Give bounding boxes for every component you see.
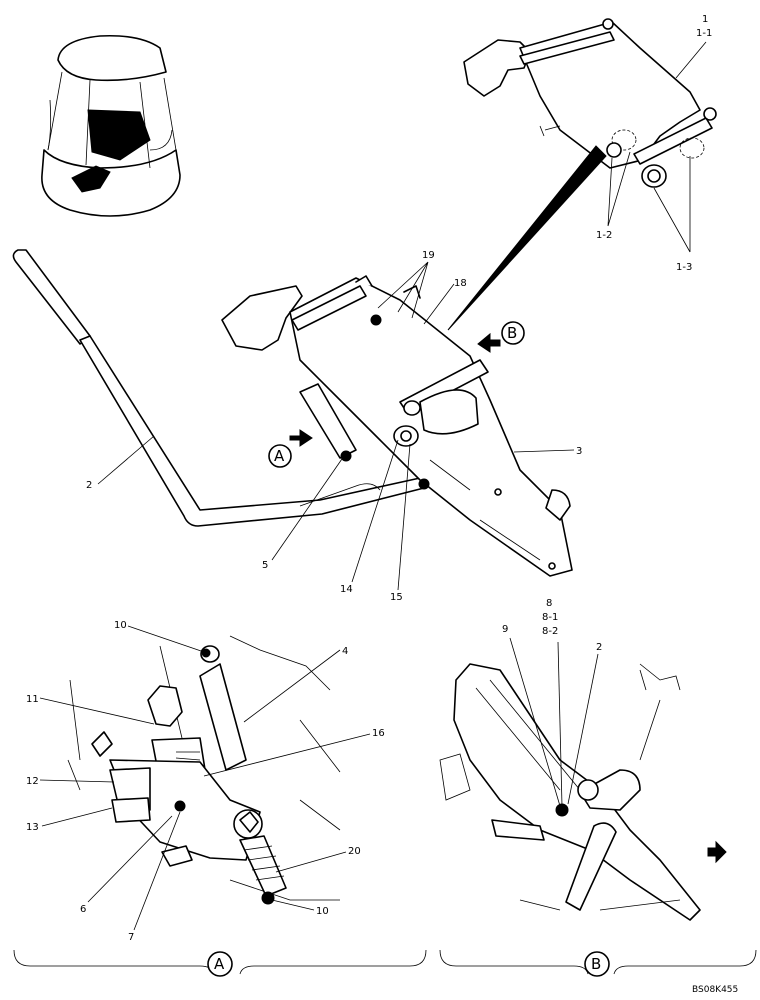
callout-2-main: 2 [86,480,92,491]
section-label-b: B [591,955,601,973]
cab-location-thumbnail [41,34,181,217]
section-label-a-arrow: A [274,447,285,465]
detail-a-view [67,635,341,905]
callout-3: 3 [576,446,582,457]
callout-1-3: 1-3 [676,262,692,273]
section-brace-b: B [439,949,757,977]
callout-4: 4 [342,646,348,657]
callout-13: 13 [26,822,39,833]
section-label-a: A [214,955,225,973]
callout-1-2: 1-2 [596,230,612,241]
callout-2-detail: 2 [596,642,602,653]
callout-10-top: 10 [114,620,127,631]
callout-8-2: 8-2 [542,626,558,637]
section-label-b-arrow: B [507,324,517,342]
view-arrow-b: B [477,321,525,353]
callout-10-bottom: 10 [316,906,329,917]
callout-19: 19 [422,250,435,261]
callout-labels: 1 1-1 1-2 1-3 19 18 3 2 5 14 15 10 4 11 … [26,14,712,943]
callout-12: 12 [26,776,39,787]
reference-code: BS08K455 [692,985,738,995]
callout-1-1: 1-1 [696,28,712,39]
callout-20: 20 [348,846,361,857]
callout-15: 15 [390,592,403,603]
callout-16: 16 [372,728,385,739]
detail-b-view [439,663,727,921]
section-brace-a: A [13,949,427,977]
main-assembly [221,275,573,577]
callout-6: 6 [80,904,86,915]
callout-1: 1 [702,14,708,25]
callout-14: 14 [340,584,353,595]
callout-9: 9 [502,624,508,635]
leader-lines [39,41,707,931]
callout-5: 5 [262,560,268,571]
callout-7: 7 [128,932,134,943]
bracket-assembly-1 [463,18,717,188]
callout-18: 18 [454,278,467,289]
control-lever [12,249,425,527]
callout-8: 8 [546,598,552,609]
callout-8-1: 8-1 [542,612,558,623]
view-arrow-a: A [268,429,313,468]
callout-11: 11 [26,694,39,705]
detail-pointer-wedge [447,145,607,331]
